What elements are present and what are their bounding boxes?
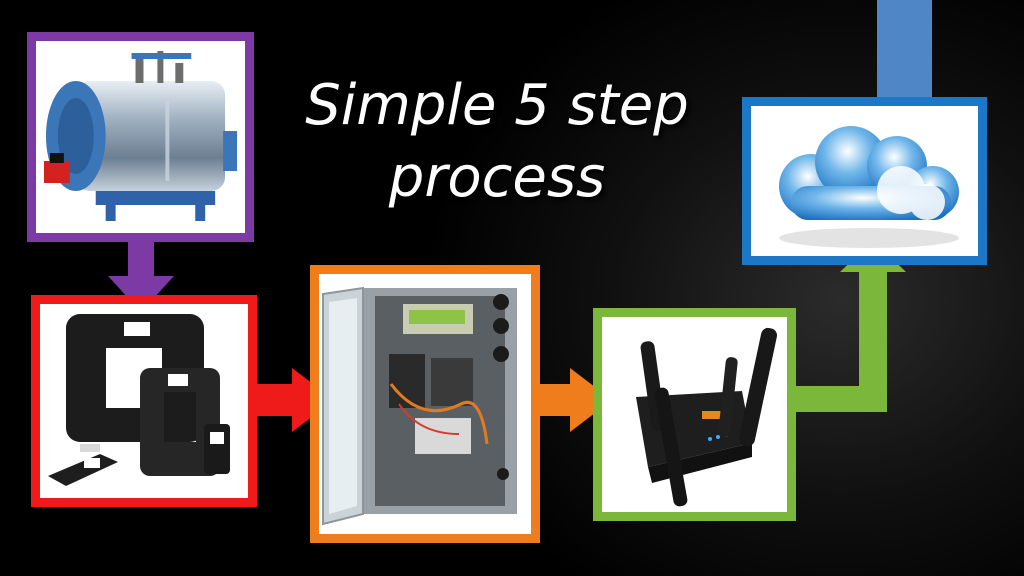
step-control-panel <box>310 265 540 543</box>
title-line-2: process <box>388 145 606 210</box>
title-line-1: Simple 5 step <box>305 73 689 138</box>
boiler-icon <box>36 41 245 233</box>
slide-title: Simple 5 step process <box>262 70 732 214</box>
control-panel-icon <box>319 274 531 534</box>
router-icon <box>602 317 787 512</box>
cloud-icon <box>751 106 978 256</box>
blue-bar <box>877 0 932 100</box>
current-transformer-icon <box>40 304 248 498</box>
step-current-transformer <box>31 295 257 507</box>
green-arrow <box>795 240 906 412</box>
step-cloud <box>742 97 987 265</box>
step-boiler <box>27 32 254 242</box>
step-router <box>593 308 796 521</box>
